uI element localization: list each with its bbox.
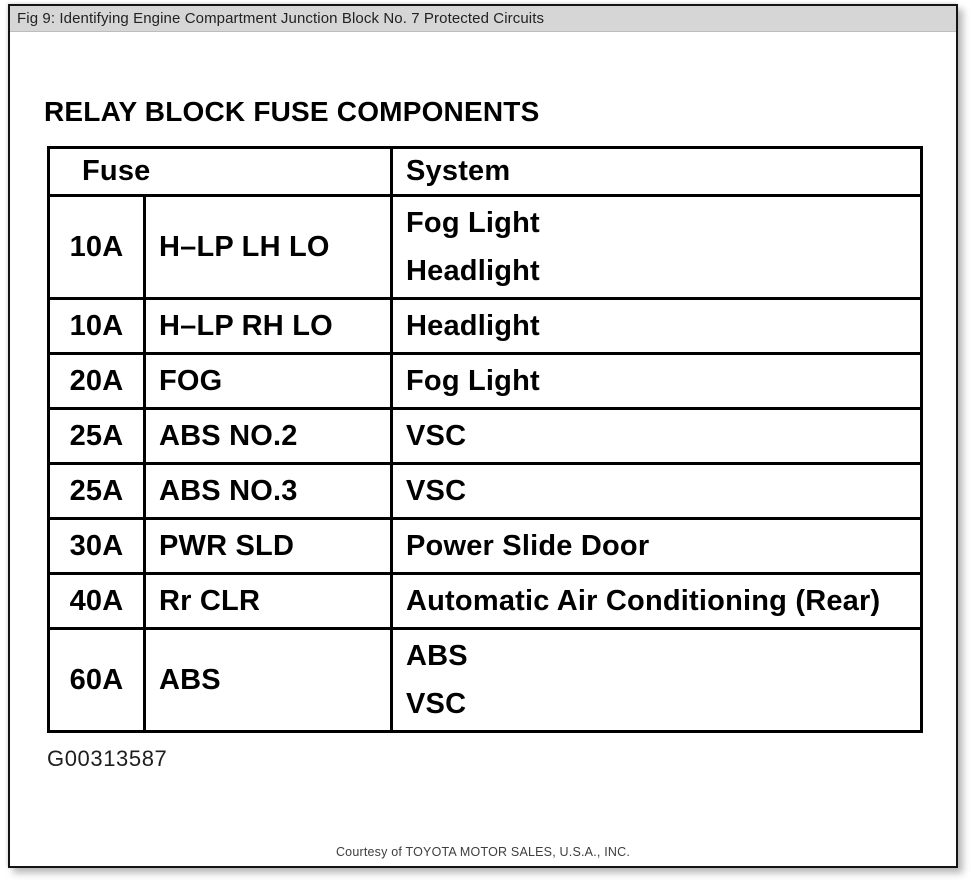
fuse-name-cell: H–LP RH LO — [143, 297, 393, 355]
table-row: 30A PWR SLD Power Slide Door — [47, 517, 923, 575]
system-line: VSC — [406, 688, 467, 720]
system-line: Headlight — [406, 310, 540, 342]
figure-title-bar: Fig 9: Identifying Engine Compartment Ju… — [10, 6, 956, 32]
system-line: Automatic Air Conditioning (Rear) — [406, 585, 881, 617]
figure-id-code: G00313587 — [47, 746, 168, 771]
column-header-fuse: Fuse — [47, 146, 393, 197]
system-cell: VSC — [390, 462, 923, 520]
system-cell: Automatic Air Conditioning (Rear) — [390, 572, 923, 630]
table-row: 20A FOG Fog Light — [47, 352, 923, 410]
table-header-row: Fuse System — [47, 146, 923, 197]
figure-frame: Fig 9: Identifying Engine Compartment Ju… — [8, 4, 958, 868]
fuse-name-cell: FOG — [143, 352, 393, 410]
fuse-amp-cell: 10A — [47, 194, 146, 300]
table-row: 10A H–LP RH LO Headlight — [47, 297, 923, 355]
column-header-system: System — [390, 146, 923, 197]
fuse-name-cell: Rr CLR — [143, 572, 393, 630]
system-line: VSC — [406, 420, 467, 452]
courtesy-note: Courtesy of TOYOTA MOTOR SALES, U.S.A., … — [335, 845, 631, 859]
system-cell: Fog Light — [390, 352, 923, 410]
fuse-amp-cell: 40A — [47, 572, 146, 630]
fuse-name-cell: ABS NO.3 — [143, 462, 393, 520]
system-line: ABS — [406, 640, 468, 672]
fuse-name-cell: PWR SLD — [143, 517, 393, 575]
table-row: 25A ABS NO.2 VSC — [47, 407, 923, 465]
fuse-name-cell: ABS — [143, 627, 393, 733]
fuse-amp-cell: 25A — [47, 462, 146, 520]
system-cell: ABS VSC — [390, 627, 923, 733]
system-cell: VSC — [390, 407, 923, 465]
fuse-name-cell: ABS NO.2 — [143, 407, 393, 465]
fuse-amp-cell: 25A — [47, 407, 146, 465]
system-line: Fog Light — [406, 207, 540, 239]
table-row: 60A ABS ABS VSC — [47, 627, 923, 733]
table-row: 40A Rr CLR Automatic Air Conditioning (R… — [47, 572, 923, 630]
system-cell: Headlight — [390, 297, 923, 355]
table-row: 25A ABS NO.3 VSC — [47, 462, 923, 520]
system-line: Fog Light — [406, 365, 540, 397]
fuse-amp-cell: 10A — [47, 297, 146, 355]
fuse-name-cell: H–LP LH LO — [143, 194, 393, 300]
fuse-amp-cell: 60A — [47, 627, 146, 733]
system-line: Power Slide Door — [406, 530, 650, 562]
page-title: RELAY BLOCK FUSE COMPONENTS — [44, 96, 540, 127]
fuse-amp-cell: 20A — [47, 352, 146, 410]
figure-title: Fig 9: Identifying Engine Compartment Ju… — [17, 10, 545, 27]
system-line: Headlight — [406, 255, 540, 287]
system-line: VSC — [406, 475, 467, 507]
system-cell: Power Slide Door — [390, 517, 923, 575]
fuse-amp-cell: 30A — [47, 517, 146, 575]
